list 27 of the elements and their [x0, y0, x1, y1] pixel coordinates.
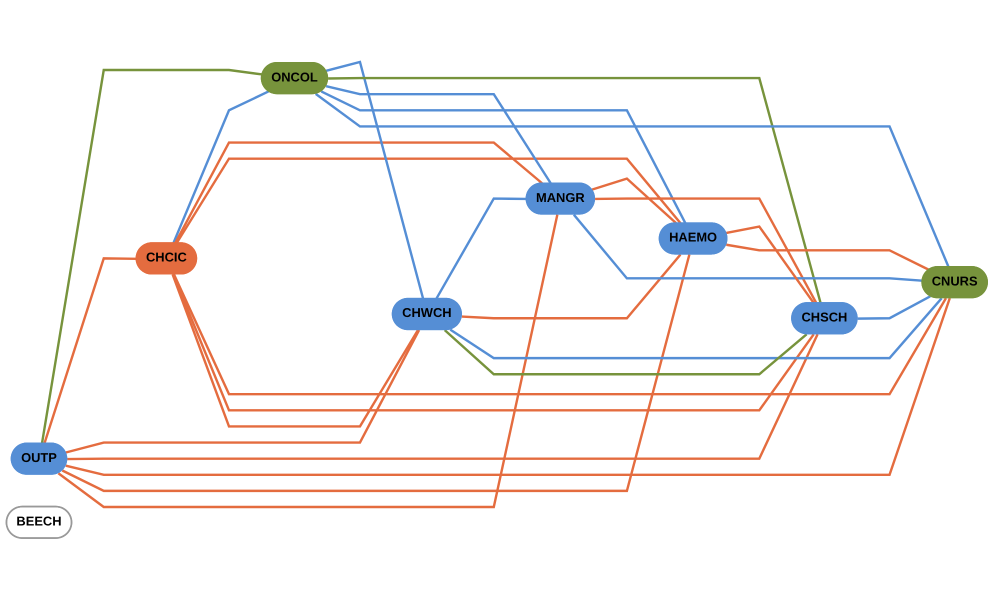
connector: [462, 254, 682, 320]
connector: [326, 85, 552, 184]
connector: [172, 274, 419, 428]
connector: [858, 295, 931, 320]
connector: [58, 214, 559, 508]
connector: [444, 329, 808, 376]
connector: [62, 254, 691, 492]
connector: [66, 330, 420, 454]
connector: [40, 68, 262, 444]
connector: [320, 90, 686, 224]
connector: [328, 76, 822, 304]
connector: [172, 90, 270, 244]
connector: [176, 157, 682, 244]
connector: [66, 298, 951, 476]
connector: [326, 60, 424, 299]
connector: [592, 177, 677, 224]
connector: [726, 244, 930, 271]
connector: [314, 92, 950, 268]
connector: [572, 214, 922, 282]
connector: [435, 197, 526, 300]
connector: [174, 141, 543, 244]
connector: [43, 257, 136, 444]
connector: [595, 197, 818, 304]
connector: [172, 274, 947, 396]
connector: [726, 225, 815, 304]
connector: [67, 334, 819, 460]
connector: [450, 298, 942, 360]
